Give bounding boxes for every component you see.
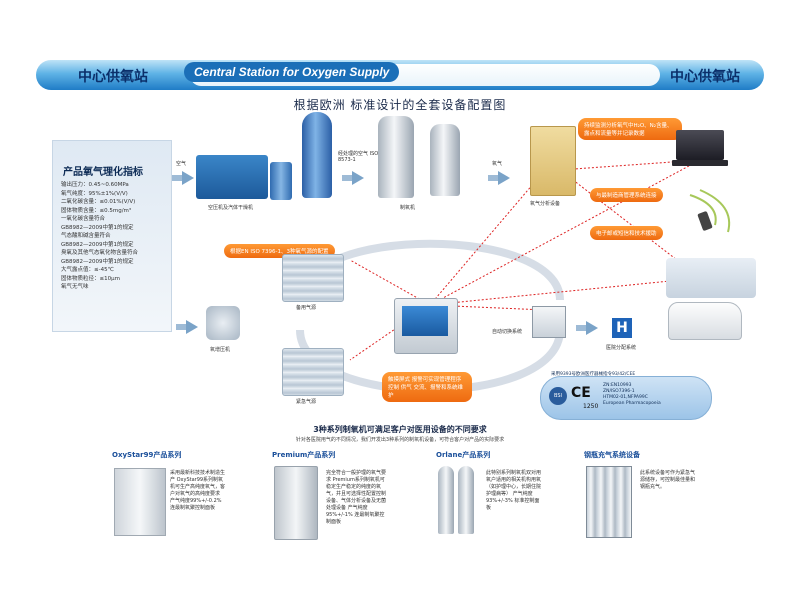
series-title-cylinder: 钢瓶充气系统设备 bbox=[584, 451, 640, 459]
header-right-title: 中心供氧站 bbox=[670, 69, 740, 85]
series-text-premium: 完全符合一般护理的氧气要求 Premium系列制氧机可稳定生产稳定的纯度的氧气，… bbox=[326, 470, 387, 525]
spec-list: 输出压力：0.45~0.60MPa 氧气纯度：95%±1%(V/V) 二氧化碳含… bbox=[61, 181, 171, 292]
label-backup-supply: 紧急气源 bbox=[296, 399, 317, 405]
note-remote-management: 与最制造商管理系统连接 bbox=[590, 188, 663, 202]
series-text-cylinder: 此系统设备可作为紧急气源储存，可控制最佳量和钢瓶充气。 bbox=[640, 470, 696, 490]
spec-item: 氧气纯度：95%±1%(V/V) bbox=[61, 190, 128, 197]
spec-panel-title: 产品氧气理化指标 bbox=[63, 167, 143, 178]
diagram-subtitle: 根据欧洲 标准设计的全套设备配置图 bbox=[293, 98, 507, 112]
compressor-unit bbox=[196, 155, 268, 199]
label-booster: 氧增压机 bbox=[210, 347, 231, 353]
link-line bbox=[429, 279, 681, 306]
series-heading: 3种系列制氧机可满足客户对医用设备的不同要求 bbox=[313, 425, 487, 434]
header-center-title: Central Station for Oxygen Supply bbox=[184, 62, 400, 82]
spec-item: GB8982—2009中第1的规定 bbox=[61, 258, 134, 265]
cert-item: HTM02-01,NFPA99C bbox=[603, 395, 648, 400]
cert-list: ZN:EN10993 ZN/ISO7396-1 HTM02-01,NFPA99C… bbox=[603, 383, 661, 407]
operators-desk-icon bbox=[666, 258, 756, 298]
note-sms-support: 电子邮或短信和技术援助 bbox=[590, 226, 663, 240]
spec-item: GB8982—2009中第1的规定 bbox=[61, 241, 134, 248]
series-title-premium: Premium产品系列 bbox=[272, 451, 336, 459]
arrow-hospital-shaft bbox=[576, 325, 586, 331]
label-air-in: 空气 bbox=[176, 161, 187, 167]
analyzer-cabinet bbox=[530, 126, 576, 196]
label-analyzer: 氧气分析设备 bbox=[530, 201, 561, 207]
air-receiver-tank bbox=[302, 112, 332, 198]
label-generator: 制氧机 bbox=[400, 205, 416, 211]
link-line bbox=[429, 159, 701, 306]
hospital-sign-icon: H bbox=[612, 318, 632, 338]
booster-compressor bbox=[206, 306, 240, 340]
arrow-hospital-icon bbox=[586, 321, 598, 335]
wifi-signal-icon bbox=[699, 189, 731, 233]
arrow-air-in-icon bbox=[182, 171, 194, 185]
label-oxygen: 氧气 bbox=[492, 161, 503, 167]
spec-panel: 产品氧气理化指标 输出压力：0.45~0.60MPa 氧气纯度：95%±1%(V… bbox=[52, 140, 172, 332]
series-text-oxystar: 采用最新科技技术制造生产 OxyStar99系列制氧机可生产高纯度氧气，客户对氧… bbox=[170, 470, 226, 511]
spec-item: 气态酸和碱含量符合 bbox=[61, 233, 111, 239]
certification-badge: 采用9393号欧洲医疗器械指令93/42/CEE BSI CE 1250 ZN:… bbox=[540, 372, 712, 420]
arrow-oxygen-shaft bbox=[488, 175, 498, 181]
note-touch-control: 触摸屏式 报警可实现管理程序控制 供气 交流、报警和系统维护 bbox=[382, 372, 472, 402]
link-line bbox=[429, 304, 546, 311]
spec-item: GB8982—2009中第1的规定 bbox=[61, 224, 134, 231]
cert-item: European Pharmacopoeia bbox=[603, 401, 661, 406]
series-title-orlane: Orlane产品系列 bbox=[436, 451, 491, 459]
premium-product-image bbox=[274, 466, 318, 540]
arrow-booster-shaft bbox=[176, 324, 186, 330]
cylinder-filling-image bbox=[586, 466, 632, 538]
arrow-treated-icon bbox=[352, 171, 364, 185]
spec-item: 二氧化碳含量：≤0.01%(V/V) bbox=[61, 199, 136, 205]
laptop-icon bbox=[676, 130, 724, 160]
label-hospital: 医院分配系统 bbox=[606, 345, 637, 351]
label-treated-air: 经处理的空气 ISO 8573-1 bbox=[338, 151, 379, 163]
oxystar-product-image bbox=[114, 468, 166, 536]
cert-intro: 采用9393号欧洲医疗器械指令93/42/CEE bbox=[551, 372, 636, 377]
bsi-seal-icon: BSI bbox=[549, 387, 567, 405]
header-left-title: 中心供氧站 bbox=[78, 69, 148, 85]
auto-switch-unit bbox=[532, 306, 566, 338]
series-subheading: 针对各医院用气的不同情况，我们开发出3种系列的制氧机设备，可符合客户对产品的实际… bbox=[295, 437, 505, 443]
arrow-air-in-shaft bbox=[172, 175, 182, 181]
arrow-booster-icon bbox=[186, 320, 198, 334]
dryer-unit bbox=[270, 162, 292, 200]
link-line bbox=[559, 169, 691, 271]
series-title-oxystar: OxyStar99产品系列 bbox=[112, 451, 182, 459]
cert-item: ZN/ISO7396-1 bbox=[603, 389, 635, 394]
spec-item: 大气露点值：≤-45℃ bbox=[61, 267, 114, 273]
oxygen-buffer-tank bbox=[430, 124, 460, 196]
label-main-supply: 备用气源 bbox=[296, 305, 317, 311]
orlane-tank-right bbox=[458, 466, 474, 534]
arrow-treated-shaft bbox=[342, 175, 352, 181]
label-auto-switch: 自动切换系统 bbox=[492, 329, 523, 335]
spec-item: 输出压力：0.45~0.60MPa bbox=[61, 182, 129, 188]
wifi-signal-icon bbox=[689, 194, 717, 226]
backup-supply-manifold bbox=[282, 348, 344, 396]
spec-item: 一氧化碳含量符合 bbox=[61, 216, 106, 222]
spec-item: 臭氧及其他气态氧化物含量符合 bbox=[61, 250, 139, 256]
spec-item: 固体物质粒径：≤10μm bbox=[61, 275, 120, 282]
service-van-icon bbox=[668, 302, 742, 340]
ce-number: 1250 bbox=[583, 403, 599, 410]
series-text-orlane: 此特别系列制氧机双对用氧户适用的相关机构用氧（如护理中心，长期住院护理病等） 产… bbox=[486, 470, 542, 511]
arrow-oxygen-icon bbox=[498, 171, 510, 185]
label-compressor: 空压机及汽体干燥机 bbox=[208, 205, 254, 211]
laptop-base bbox=[672, 160, 728, 166]
note-monitoring: 持续监测分析氧气中H₂O、N₂含量、露点和流量等并记录数据 bbox=[578, 118, 682, 140]
orlane-tank-left bbox=[438, 466, 454, 534]
oxygen-generator bbox=[378, 116, 414, 198]
link-line bbox=[349, 259, 431, 306]
spec-item: 氧气无气味 bbox=[61, 284, 89, 290]
cert-item: ZN:EN10993 bbox=[603, 383, 632, 388]
link-line bbox=[429, 169, 546, 306]
ce-mark-icon: CE bbox=[571, 385, 591, 401]
main-supply-manifold bbox=[282, 254, 344, 302]
touch-screen-display bbox=[402, 306, 448, 336]
spec-item: 固体物质含量：≤0.5mg/m³ bbox=[61, 207, 132, 214]
